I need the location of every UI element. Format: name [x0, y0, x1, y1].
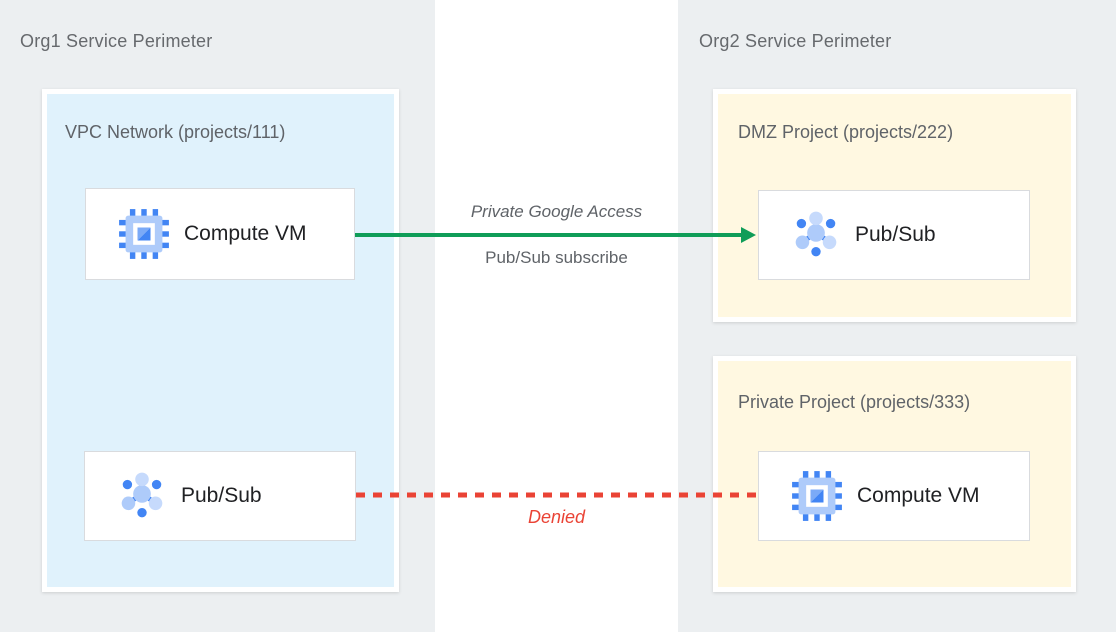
- compute-vm-label: Compute VM: [857, 484, 980, 507]
- org2-private-compute-vm-node: Compute VM: [758, 451, 1030, 541]
- org1-pubsub-node: Pub/Sub: [84, 451, 356, 541]
- allowed-connection-subtitle: Pub/Sub subscribe: [485, 248, 628, 267]
- denied-dashed-line: [356, 490, 758, 500]
- org2-dmz-pubsub-node: Pub/Sub: [758, 190, 1030, 280]
- pubsub-icon: [117, 471, 167, 521]
- allowed-arrow: [355, 226, 756, 244]
- org2-perimeter-title: Org2 Service Perimeter: [699, 31, 892, 51]
- pubsub-label: Pub/Sub: [855, 223, 936, 246]
- compute-vm-icon: [791, 470, 843, 522]
- allowed-connection-title: Private Google Access: [470, 202, 643, 221]
- pubsub-label: Pub/Sub: [181, 484, 262, 507]
- org1-compute-vm-node: Compute VM: [85, 188, 355, 280]
- dmz-project-title: DMZ Project (projects/222): [738, 122, 954, 142]
- compute-vm-icon: [118, 208, 170, 260]
- denied-connection-label: Denied: [527, 507, 586, 527]
- vpc-network-title: VPC Network (projects/111): [65, 122, 286, 142]
- org1-perimeter-title: Org1 Service Perimeter: [20, 31, 213, 51]
- private-project-title: Private Project (projects/333): [738, 392, 971, 412]
- pubsub-icon: [791, 210, 841, 260]
- compute-vm-label: Compute VM: [184, 222, 307, 245]
